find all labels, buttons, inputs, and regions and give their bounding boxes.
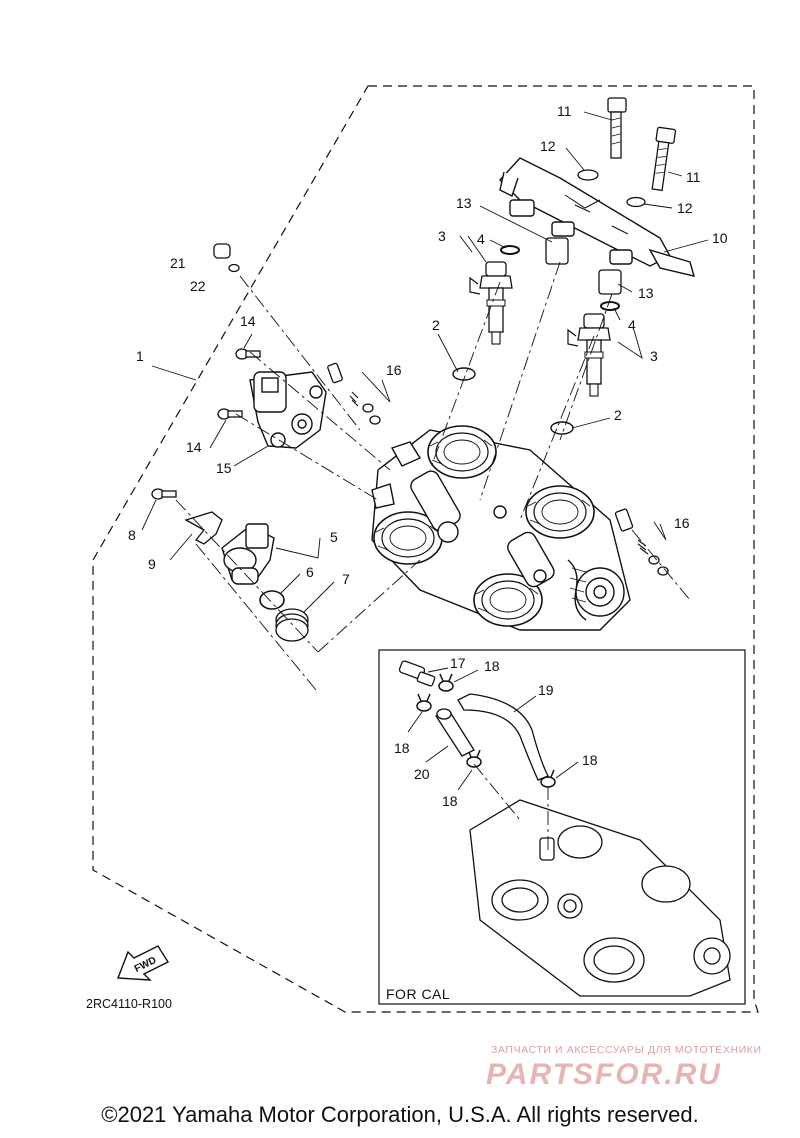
fwd-arrow-icon (117, 945, 170, 981)
callout-13: 13 (638, 285, 654, 301)
callout-2: 2 (614, 407, 622, 423)
callout-14: 14 (240, 313, 256, 329)
copyright-notice: ©2021 Yamaha Motor Corporation, U.S.A. A… (101, 1102, 699, 1127)
collar-13b (598, 269, 622, 295)
callout-16: 16 (386, 362, 402, 378)
rail-bolt-right (651, 126, 677, 192)
washer-12a (577, 169, 599, 181)
watermark-tagline: ЗАПЧАСТИ И АКСЕССУАРЫ ДЛЯ МОТОТЕХНИКИ (491, 1044, 762, 1056)
callout-7: 7 (342, 571, 350, 587)
callout-18: 18 (484, 658, 500, 674)
fuel-rail (499, 157, 696, 277)
oring-6 (259, 590, 285, 610)
callout-4: 4 (477, 231, 485, 247)
screw-14b (217, 408, 243, 420)
callout-9: 9 (148, 556, 156, 572)
spring-7 (275, 608, 309, 642)
callout-3: 3 (438, 228, 446, 244)
injector-3b (567, 313, 611, 397)
callout-8: 8 (128, 527, 136, 543)
callout-21: 21 (170, 255, 186, 271)
callout-20: 20 (414, 766, 430, 782)
callout-17: 17 (450, 655, 466, 671)
sensor-15 (249, 371, 327, 449)
callout-5: 5 (330, 529, 338, 545)
callout-22: 22 (190, 278, 206, 294)
leader-lines (141, 111, 709, 691)
callout-3: 3 (650, 348, 658, 364)
callout-18: 18 (442, 793, 458, 809)
fitting-16a (327, 362, 381, 425)
diagram-code: 2RC4110-R100 (86, 997, 172, 1011)
callout-12: 12 (540, 138, 556, 154)
bracket-9 (184, 511, 223, 545)
callout-2: 2 (432, 317, 440, 333)
callout-11: 11 (686, 169, 701, 185)
watermark-logo: PARTSFOR.RU (486, 1058, 722, 1091)
callout-11: 11 (557, 103, 572, 119)
inset-leaders (407, 667, 579, 850)
callout-15: 15 (216, 460, 232, 476)
callout-13: 13 (456, 195, 472, 211)
fitting-16b (614, 508, 669, 576)
screw-8 (151, 488, 177, 500)
seal-2a (452, 367, 476, 381)
injector-3a (469, 261, 513, 345)
callout-numbers: 11 12 11 13 12 3 4 10 21 22 13 14 2 4 1 … (128, 103, 728, 809)
callout-19: 19 (538, 682, 554, 698)
callout-14: 14 (186, 439, 202, 455)
rail-bolt-left (607, 97, 627, 159)
collar-13a (545, 237, 569, 265)
callout-10: 10 (712, 230, 728, 246)
inset-throttle-body (469, 799, 731, 997)
throttle-body (371, 425, 631, 631)
callout-1: 1 (136, 348, 144, 364)
callout-6: 6 (306, 564, 314, 580)
inset-fitting-17 (398, 660, 436, 687)
ring-22 (228, 263, 240, 273)
sensor-5 (221, 523, 275, 585)
inset-label: FOR CAL (386, 986, 451, 1002)
dashed-assembly-frame (92, 85, 759, 1013)
callout-18: 18 (582, 752, 598, 768)
washer-12b (626, 196, 646, 208)
callout-18: 18 (394, 740, 410, 756)
callout-16: 16 (674, 515, 690, 531)
callout-12: 12 (677, 200, 693, 216)
seal-2b (550, 421, 574, 435)
cap-21 (213, 243, 231, 259)
callout-4: 4 (628, 317, 636, 333)
oring-4b (600, 301, 620, 311)
